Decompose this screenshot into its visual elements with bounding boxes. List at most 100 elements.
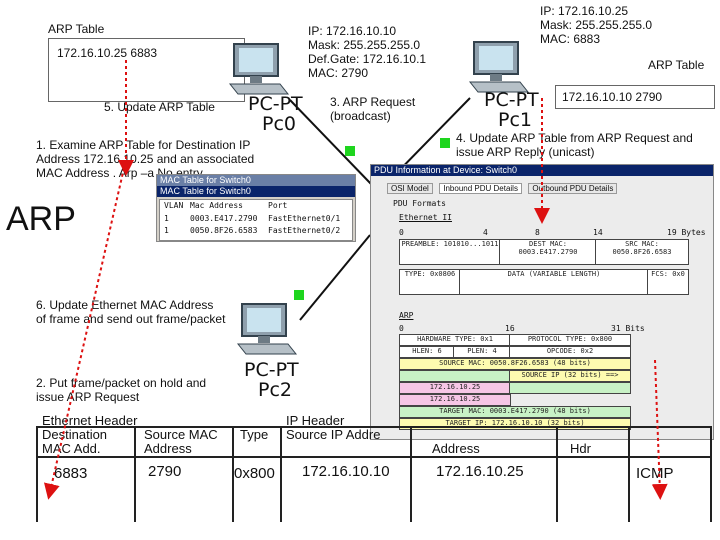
data-field: DATA (VARIABLE LENGTH) [459, 269, 649, 295]
dest-mac-value: 6883 [54, 465, 88, 482]
target-mac-field: TARGET MAC: 0003.E417.2790 (48 bits) [399, 406, 631, 418]
step-5-label: 5. Update ARP Table [104, 100, 215, 114]
pc0-gateway: Def.Gate: 172.16.10.1 [308, 52, 427, 66]
mac-row-1-port: FastEthernet0/1 [268, 214, 341, 223]
mac-col-vlan: VLAN [164, 201, 184, 210]
hardware-type-field: HARDWARE TYPE: 0x1 [399, 334, 511, 346]
target-ip-small-field: 172.16.10.25 [399, 394, 511, 406]
pc0-label-bottom: Pc0 [262, 113, 296, 135]
frame-left-border [36, 426, 38, 522]
pc0-label-top: PC-PT [248, 93, 303, 115]
pc0-computer-icon [228, 43, 290, 95]
col-dest-mac: Destination MAC Add. [42, 427, 108, 456]
pc1-label-bottom: Pc1 [498, 109, 532, 131]
tab-inbound-pdu[interactable]: Inbound PDU Details [439, 183, 522, 194]
arp-entry-pc1: 172.16.10.10 2790 [562, 90, 663, 104]
byte-ruler-8: 8 [535, 228, 540, 237]
ip-header-label: IP Header [286, 413, 345, 428]
mac-row-2-port: FastEthernet0/2 [268, 226, 341, 235]
pc1-mask: Mask: 255.255.255.0 [540, 18, 653, 32]
type-value: 0x800 [234, 465, 275, 482]
protocol-type-field: PROTOCOL TYPE: 0x800 [509, 334, 631, 346]
proto-value: ICMP [636, 465, 674, 482]
tab-osi-model[interactable]: OSI Model [387, 183, 433, 194]
step-6-label: 6. Update Ethernet MAC Address of frame … [36, 298, 226, 326]
arp-table-box-pc0: 172.16.10.25 6883 [48, 38, 245, 102]
ethernet-ii-label: Ethernet II [399, 213, 452, 222]
arp-table-box-pc1: 172.16.10.10 2790 [555, 85, 715, 109]
mac-col-address: Mac Address [190, 201, 243, 210]
pc2-label-bottom: Pc2 [258, 379, 292, 401]
preamble-field: PREAMBLE: 101010...1011 [399, 239, 501, 265]
pdu-window[interactable]: PDU Information at Device: Switch0 OSI M… [370, 164, 714, 440]
frame-mid-border [36, 456, 712, 458]
source-ip-label-field: SOURCE IP (32 bits) ==> [509, 370, 631, 382]
dst-ip-value: 172.16.10.25 [436, 463, 524, 480]
hlen-field: HLEN: 6 [399, 346, 455, 358]
mac-table-title-back: MAC Table for Switch0 [157, 175, 355, 186]
frame-right-border [710, 426, 712, 522]
arp-entry-pc0: 172.16.10.25 6883 [57, 46, 158, 60]
byte-ruler-0: 0 [399, 228, 404, 237]
col-src-ip: Source IP Addre [286, 427, 381, 442]
mac-row-2-vlan: 1 [164, 226, 169, 235]
src-ip-value: 172.16.10.10 [302, 463, 390, 480]
source-mac-field: SOURCE MAC: 0050.8F26.6583 (48 bits) [399, 358, 631, 370]
pc2-computer-icon [236, 303, 298, 355]
mac-table-window[interactable]: MAC Table for Switch0 MAC Table for Swit… [156, 174, 356, 242]
arp-section-label: ARP [399, 311, 414, 320]
frame-divider-1 [134, 426, 136, 522]
mac-table-grid: VLAN Mac Address Port 1 0003.E417.2790 F… [159, 199, 353, 241]
frame-divider-6 [628, 426, 630, 522]
arp-big-label: ARP [6, 200, 76, 238]
pc0-mac: MAC: 2790 [308, 66, 369, 80]
byte-ruler-14: 14 [593, 228, 603, 237]
tab-outbound-pdu[interactable]: Outbound PDU Details [528, 183, 618, 194]
dest-mac-field: DEST MAC: 0003.E417.2790 [499, 239, 597, 265]
opcode-field: OPCODE: 0x2 [509, 346, 631, 358]
frame-divider-4 [410, 426, 412, 522]
col-src-mac: Source MAC Address [144, 427, 218, 456]
pc1-info: IP: 172.16.10.25 Mask: 255.255.255.0 MAC… [540, 4, 700, 46]
frame-divider-5 [556, 426, 558, 522]
col-type: Type [240, 427, 269, 442]
pc1-ip: IP: 172.16.10.25 [540, 4, 629, 18]
step-4-label: 4. Update ARP Table from ARP Request and… [456, 131, 693, 159]
frame-divider-2 [232, 426, 234, 522]
plen-field: PLEN: 4 [453, 346, 511, 358]
src-mac-value: 2790 [148, 463, 182, 480]
mac-row-1-address: 0003.E417.2790 [190, 214, 258, 223]
bit-ruler-16: 16 [505, 324, 515, 333]
frame-divider-3 [280, 426, 282, 522]
mac-row-2-address: 0050.8F26.6583 [190, 226, 258, 235]
arp-table-title-pc0: ARP Table [48, 22, 105, 36]
arrow-to-icmp [651, 359, 668, 500]
src-mac-field: SRC MAC: 0050.8F26.6583 [595, 239, 689, 265]
mac-table-title: MAC Table for Switch0 [157, 186, 355, 197]
arrow-to-dest-mac [43, 167, 125, 500]
byte-ruler-4: 4 [483, 228, 488, 237]
bit-ruler-0: 0 [399, 324, 404, 333]
step-2-label: 2. Put frame/packet on hold and issue AR… [36, 376, 207, 404]
step-3-label: 3. ARP Request (broadcast) [330, 95, 416, 123]
mac-col-port: Port [268, 201, 288, 210]
target-mac-partial-field [509, 382, 631, 394]
bit-ruler-31: 31 Bits [611, 324, 645, 333]
arp-table-title-pc1: ARP Table [648, 58, 705, 72]
pc1-label-top: PC-PT [484, 89, 539, 111]
fcs-field: FCS: 0x0 [647, 269, 689, 295]
pdu-tabs: OSI Model Inbound PDU Details Outbound P… [387, 178, 619, 196]
pc1-computer-icon [468, 41, 530, 93]
frame-top-border [36, 426, 712, 428]
pc0-info: IP: 172.16.10.10 Mask: 255.255.255.0 Def… [308, 24, 458, 80]
col-hdr: Hdr [570, 441, 591, 456]
type-field: TYPE: 0x0806 [399, 269, 461, 295]
ethernet-header-label: Ethernet Header [42, 413, 138, 428]
pdu-formats-label: PDU Formats [393, 199, 446, 208]
pc2-label-top: PC-PT [244, 359, 299, 381]
pc1-mac: MAC: 6883 [540, 32, 601, 46]
pc0-ip: IP: 172.16.10.10 [308, 24, 397, 38]
col-address: Address [432, 441, 480, 456]
frame-table: Ethernet Header IP Header Destination MA… [36, 414, 712, 526]
